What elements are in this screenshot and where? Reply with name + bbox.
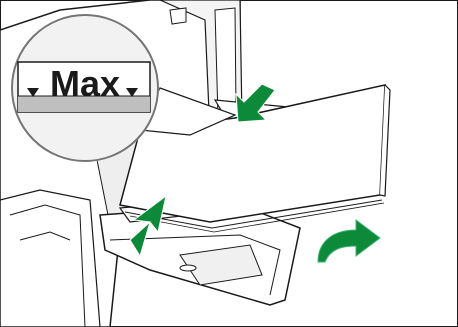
- max-label: Max: [50, 63, 120, 104]
- max-callout: Max: [12, 15, 158, 161]
